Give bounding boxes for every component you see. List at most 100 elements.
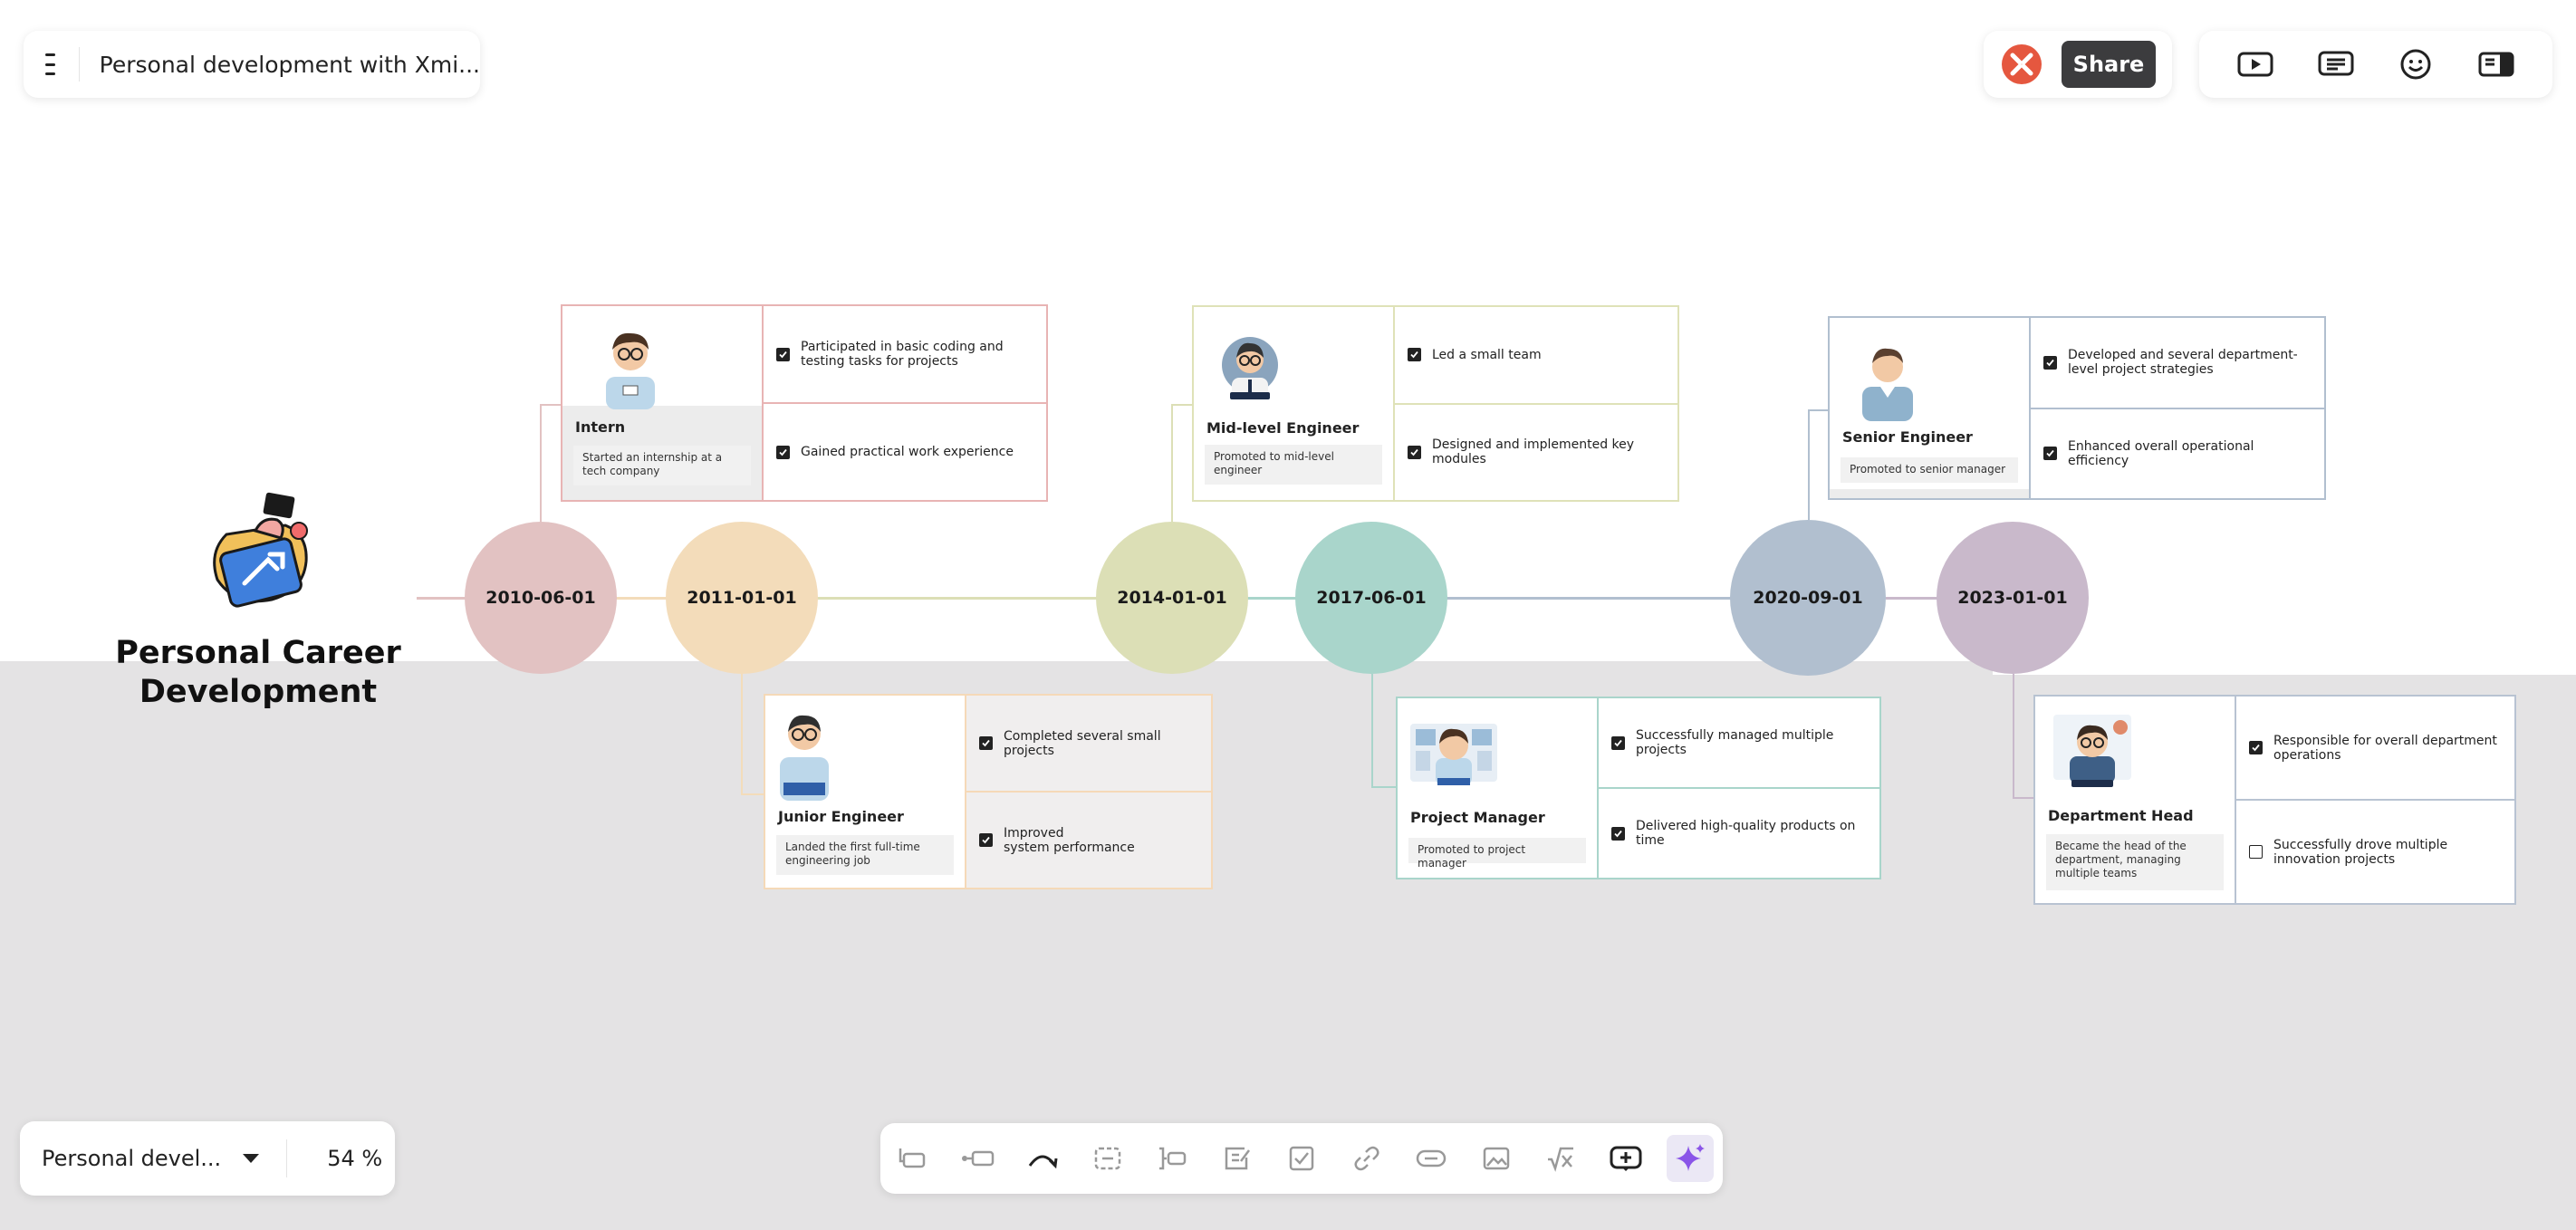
role-description: Became the head of the department, manag… bbox=[2046, 834, 2224, 890]
share-panel: Share bbox=[1984, 31, 2172, 98]
task-label: Improved system performance bbox=[1004, 825, 1135, 855]
timeline-card[interactable]: Project Manager Promoted to project mana… bbox=[1396, 697, 1881, 879]
label-icon[interactable] bbox=[1408, 1135, 1455, 1182]
branch-line bbox=[1171, 404, 1173, 522]
sheet-name[interactable]: Personal devel... bbox=[42, 1146, 222, 1171]
connector-line bbox=[1444, 597, 1734, 600]
timeline-card[interactable]: Department Head Became the head of the d… bbox=[2033, 695, 2516, 905]
checkbox-checked-icon[interactable] bbox=[2043, 355, 2057, 370]
timeline-card[interactable]: Junior Engineer Landed the first full-ti… bbox=[764, 694, 1213, 889]
senior-engineer-avatar bbox=[1859, 340, 1917, 425]
boundary-icon[interactable] bbox=[1084, 1135, 1131, 1182]
intern-avatar bbox=[599, 322, 662, 413]
date-node[interactable]: 2010-06-01 bbox=[465, 522, 617, 674]
task-item[interactable]: Delivered high-quality products on time bbox=[1599, 787, 1879, 878]
task-item[interactable]: Gained practical work experience bbox=[764, 402, 1046, 500]
equation-icon[interactable] bbox=[1537, 1135, 1584, 1182]
zoom-level[interactable]: 54 % bbox=[327, 1146, 383, 1171]
task-item[interactable]: Led a small team bbox=[1395, 307, 1677, 403]
chevron-down-icon[interactable] bbox=[243, 1154, 260, 1163]
view-tools bbox=[2199, 31, 2552, 98]
summary-icon[interactable] bbox=[1149, 1135, 1196, 1182]
task-label: Successfully managed multiple projects bbox=[1636, 728, 1834, 757]
checkbox-checked-icon[interactable] bbox=[2249, 741, 2263, 754]
branch-line bbox=[1808, 409, 1810, 520]
date-node[interactable]: 2023-01-01 bbox=[1937, 522, 2089, 674]
xmind-logo-icon[interactable] bbox=[2002, 44, 2042, 84]
note-icon[interactable] bbox=[1214, 1135, 1261, 1182]
sidebar-panel-icon[interactable] bbox=[2475, 43, 2518, 86]
checkbox-checked-icon[interactable] bbox=[1408, 348, 1421, 362]
branch-line bbox=[2013, 797, 2034, 799]
task-label: Gained practical work experience bbox=[801, 445, 1014, 459]
checkbox-checked-icon[interactable] bbox=[776, 347, 790, 361]
task-item[interactable]: Developed and several department-level p… bbox=[2031, 318, 2324, 408]
task-item[interactable]: Responsible for overall department opera… bbox=[2236, 697, 2514, 799]
topic-icon[interactable] bbox=[889, 1135, 937, 1182]
role-title: Senior Engineer bbox=[1842, 428, 1973, 446]
share-button[interactable]: Share bbox=[2062, 41, 2156, 88]
branch-line bbox=[1808, 409, 1828, 411]
project-manager-avatar bbox=[1410, 715, 1497, 793]
task-item[interactable]: Improved system performance bbox=[966, 791, 1211, 888]
task-item[interactable]: Completed several small projects bbox=[966, 696, 1211, 791]
insert-icon[interactable] bbox=[1602, 1135, 1649, 1182]
role-title: Junior Engineer bbox=[778, 808, 904, 825]
emoji-smile-icon[interactable] bbox=[2394, 43, 2437, 86]
branch-line bbox=[1171, 404, 1193, 406]
task-label: Responsible for overall department opera… bbox=[2273, 733, 2497, 763]
connector-line bbox=[1886, 597, 1940, 600]
checkbox-checked-icon[interactable] bbox=[979, 833, 993, 847]
junior-engineer-avatar bbox=[776, 706, 832, 804]
department-head-avatar bbox=[2052, 711, 2133, 794]
relationship-icon[interactable] bbox=[1019, 1135, 1066, 1182]
checkbox-checked-icon[interactable] bbox=[1408, 445, 1421, 459]
date-node[interactable]: 2017-06-01 bbox=[1295, 522, 1447, 674]
task-item[interactable]: Enhanced overall operational efficiency bbox=[2031, 407, 2324, 499]
checkbox-checked-icon[interactable] bbox=[979, 736, 993, 750]
role-description: Landed the first full-time engineering j… bbox=[776, 835, 954, 875]
task-label: Enhanced overall operational efficiency bbox=[2068, 438, 2254, 468]
date-node[interactable]: 2011-01-01 bbox=[666, 522, 818, 674]
subtopic-icon[interactable] bbox=[955, 1135, 1002, 1182]
checkbox-unchecked-icon[interactable] bbox=[2249, 845, 2263, 859]
checkbox-checked-icon[interactable] bbox=[2043, 447, 2057, 461]
connector-line bbox=[815, 597, 1098, 600]
branch-line bbox=[540, 404, 542, 522]
role-title: Mid-level Engineer bbox=[1206, 419, 1360, 437]
timeline-card[interactable]: Senior Engineer Promoted to senior manag… bbox=[1828, 316, 2326, 500]
branch-line bbox=[1371, 786, 1397, 788]
role-title: Intern bbox=[575, 418, 626, 436]
image-icon[interactable] bbox=[1473, 1135, 1520, 1182]
checkbox-checked-icon[interactable] bbox=[1611, 735, 1625, 750]
career-growth-icon bbox=[199, 489, 319, 616]
document-header: Personal development with Xmi... bbox=[24, 31, 480, 98]
task-item[interactable]: Designed and implemented key modules bbox=[1395, 402, 1677, 501]
date-node[interactable]: 2020-09-01 bbox=[1730, 520, 1886, 676]
hamburger-menu-icon[interactable] bbox=[45, 53, 56, 75]
checkbox-checked-icon[interactable] bbox=[776, 445, 790, 459]
ai-sparkle-icon[interactable] bbox=[1667, 1135, 1714, 1182]
task-label: Delivered high-quality products on time bbox=[1636, 819, 1856, 848]
timeline-card[interactable]: Intern Started an internship at a tech c… bbox=[561, 304, 1048, 502]
task-label: Successfully drove multiple innovation p… bbox=[2273, 837, 2448, 867]
task-item[interactable]: Participated in basic coding and testing… bbox=[764, 306, 1046, 402]
link-icon[interactable] bbox=[1343, 1135, 1390, 1182]
branch-line bbox=[540, 404, 562, 406]
task-icon[interactable] bbox=[1278, 1135, 1325, 1182]
root-topic-title[interactable]: Personal Career Development bbox=[115, 635, 401, 710]
outline-text-icon[interactable] bbox=[2314, 43, 2358, 86]
task-item[interactable]: Successfully drove multiple innovation p… bbox=[2236, 799, 2514, 903]
play-presentation-icon[interactable] bbox=[2234, 43, 2277, 86]
connector-line bbox=[1243, 597, 1297, 600]
document-title[interactable]: Personal development with Xmi... bbox=[99, 51, 480, 78]
task-label: Developed and several department-level p… bbox=[2068, 348, 2298, 378]
checkbox-checked-icon[interactable] bbox=[1611, 826, 1625, 841]
role-description: Started an internship at a tech company bbox=[573, 446, 751, 485]
task-item[interactable]: Successfully managed multiple projects bbox=[1599, 698, 1879, 787]
timeline-card[interactable]: Mid-level Engineer Promoted to mid-level… bbox=[1192, 305, 1679, 502]
connector-line bbox=[616, 597, 679, 600]
branch-line bbox=[1371, 674, 1373, 788]
date-node[interactable]: 2014-01-01 bbox=[1096, 522, 1248, 674]
mid-level-engineer-avatar bbox=[1221, 327, 1279, 407]
